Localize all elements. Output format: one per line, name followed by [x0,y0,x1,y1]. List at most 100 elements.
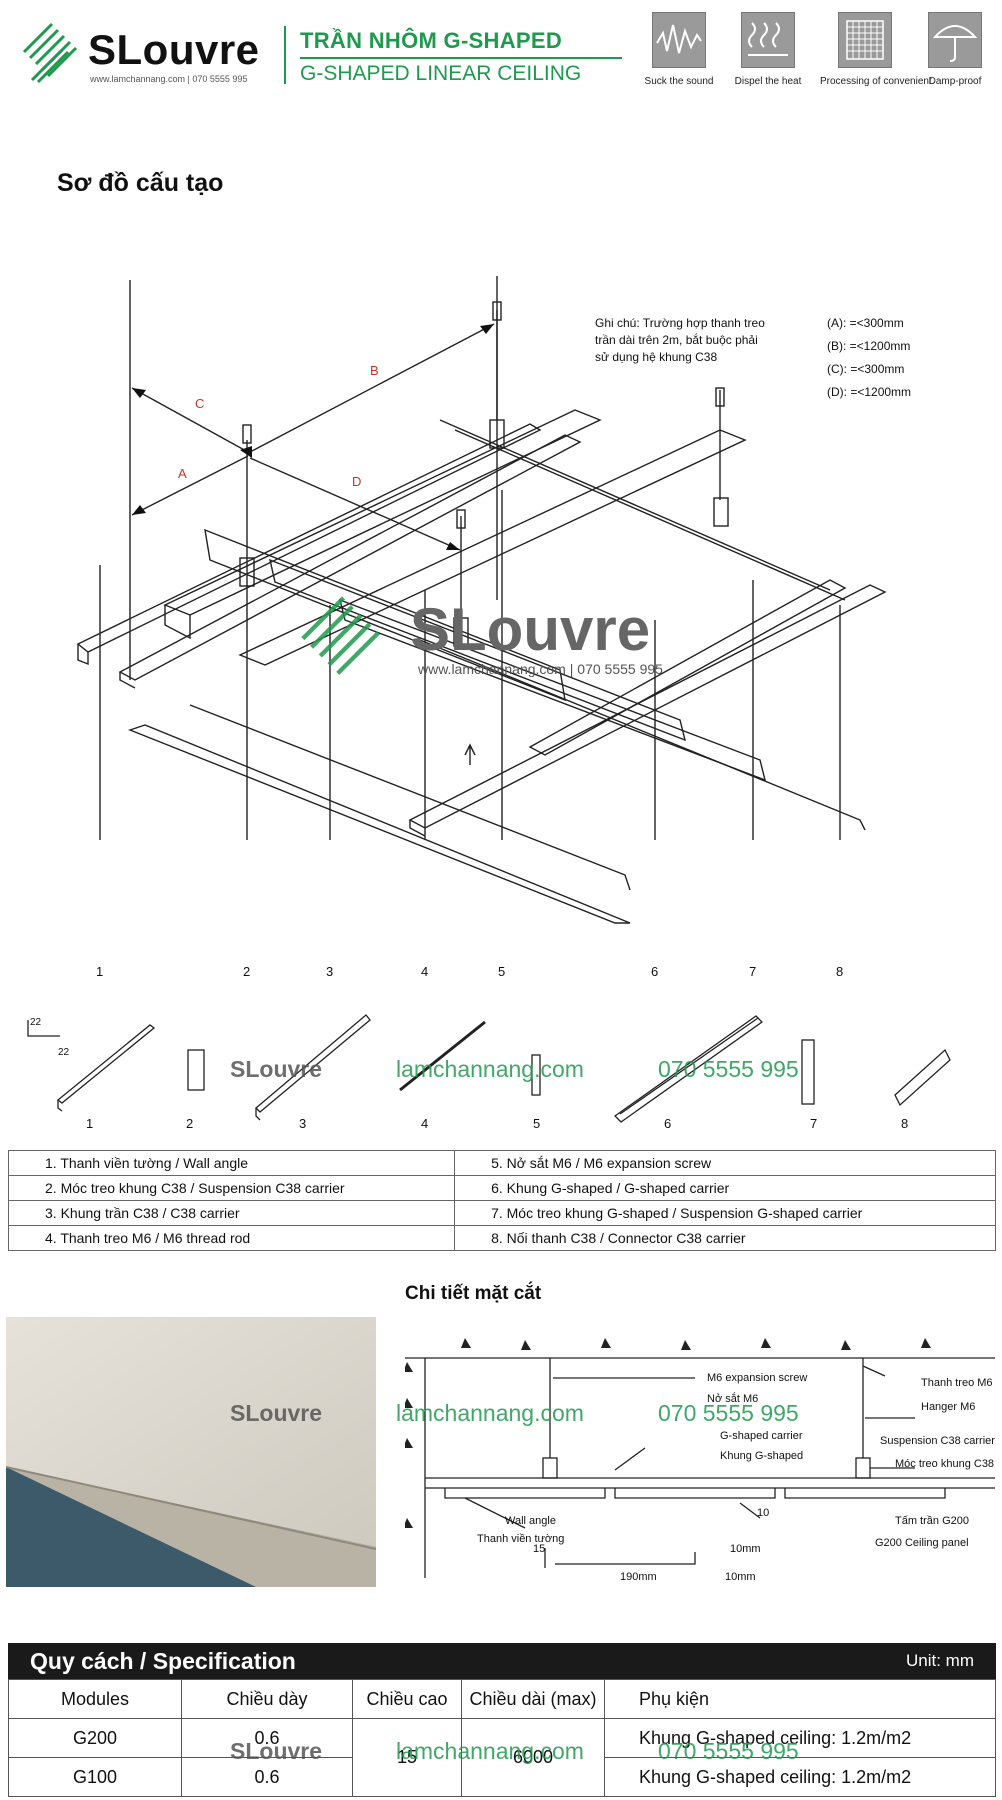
dim-value: (A): =<300mm [827,316,904,330]
table-row: 2. Móc treo khung C38 / Suspension C38 c… [7,1175,996,1201]
legend-cell: 7. Móc treo khung G-shaped / Suspension … [454,1200,996,1226]
column-header: Chiều dài (max) [461,1679,605,1719]
watermark-brand: SLouvre [230,1738,323,1764]
watermark-site: lamchannang.com [396,1738,584,1764]
label-m6-screw-vi: Nở sắt M6 [707,1392,758,1405]
legend-cell: 2. Móc treo khung C38 / Suspension C38 c… [7,1175,456,1201]
table-cell: G200 [8,1718,182,1758]
note-line: trần dài trên 2m, bắt buộc phải [595,332,758,347]
part-number: 2 [186,1116,193,1131]
legend-cell: 4. Thanh treo M6 / M6 thread rod [7,1225,456,1251]
callout-number: 6 [651,964,658,979]
parts-legend-table: 1. Thanh viền tường / Wall angle 5. Nở s… [7,1150,996,1251]
dim-letter-a: A [178,466,187,481]
table-row: 3. Khung trần C38 / C38 carrier 7. Móc t… [7,1200,996,1226]
feature-damp: Damp-proof [910,12,1000,87]
dim-10mm-b: 10mm [725,1571,756,1583]
label-g-carrier: G-shaped carrier [720,1430,803,1442]
watermark-phone: 070 5555 995 [658,1056,799,1082]
table-row: 4. Thanh treo M6 / M6 thread rod 8. Nối … [7,1225,996,1251]
brand-logo: SLouvre www.lamchannang.com | 070 5555 9… [22,20,272,90]
label-hanger: Thanh treo M6 [921,1377,993,1389]
watermark-brand: SLouvre [230,1400,323,1426]
legend-cell: 1. Thanh viền tường / Wall angle [7,1150,456,1176]
part-number: 7 [810,1116,817,1131]
dim-10: 10 [757,1507,769,1519]
feature-sound: Suck the sound [634,12,724,87]
spec-header: Quy cách / Specification Unit: mm [8,1643,996,1679]
table-header-row: Modules Chiều dày Chiều cao Chiều dài (m… [8,1679,996,1719]
label-m6-screw: M6 expansion screw [707,1372,807,1384]
logo-mark-icon [301,596,380,675]
callout-number: 4 [421,964,428,979]
table-row: G100 0.6 Khung G-shaped ceiling: 1.2m/m2 [8,1757,996,1797]
callout-number: 5 [498,964,505,979]
dim-190mm: 190mm [620,1571,657,1583]
watermark-brand: SLouvre [230,1056,323,1082]
callout-number: 8 [836,964,843,979]
legend-cell: 8. Nối thanh C38 / Connector C38 carrier [454,1225,996,1251]
watermark-phone: 070 5555 995 [577,661,663,677]
callout-number: 3 [326,964,333,979]
grid-icon [838,12,892,68]
feature-heat: Dispel the heat [723,12,813,87]
structure-diagram: C A B D Ghi chú: Trường hợp thanh treo t… [76,276,911,979]
spec-section: Quy cách / Specification Unit: mm Module… [8,1643,996,1797]
brand-name: SLouvre [88,26,260,73]
structure-title: Sơ đồ cấu tạo [57,169,224,197]
section-drawing: M6 expansion screw Nở sắt M6 G-shaped ca… [405,1338,995,1583]
watermark-brand-text: SLouvre [410,596,651,663]
dim-15: 15 [533,1543,545,1555]
part-number: 4 [421,1116,428,1131]
table-cell: 15 [352,1718,462,1797]
brand-phone: 070 5555 995 [192,74,248,84]
angle-dim: 22 [30,1017,42,1028]
watermark-contact: www.lamchannang.com | 070 5555 995 [418,661,663,677]
panel-photo [6,1317,376,1587]
part-number: 5 [533,1116,540,1131]
title-underline [300,57,622,59]
feature-label: Damp-proof [928,76,982,87]
label-wall-angle: Wall angle [505,1515,556,1527]
note-line: sử dụng hệ khung C38 [595,350,717,364]
heat-icon [741,12,795,68]
column-header: Phụ kiện [604,1679,996,1719]
label-wall-angle-vi: Thanh viền tường [477,1533,564,1545]
watermark-site: www.lamchannang.com [418,661,566,677]
parts-row: 22 22 1 2 3 4 5 6 7 8 [27,1014,951,1131]
watermark-site: lamchannang.com [396,1400,584,1426]
umbrella-icon [928,12,982,68]
title-en: G-SHAPED LINEAR CEILING [300,62,582,85]
logo-mark-icon [22,22,78,84]
table-cell: G100 [8,1757,182,1797]
legend-cell: 5. Nở sắt M6 / M6 expansion screw [454,1150,996,1176]
spec-title: Quy cách / Specification [30,1647,296,1674]
callout-number: 1 [96,964,103,979]
watermark-phone: 070 5555 995 [658,1400,799,1426]
dim-value: (D): =<1200mm [827,385,911,399]
dim-letter-c: C [195,396,204,411]
dim-letter-d: D [352,474,361,489]
table-cell: Khung G-shaped ceiling: 1.2m/m2 [604,1757,996,1797]
feature-processing: Processing of convenient [820,12,932,87]
brand-contact: www.lamchannang.com | 070 5555 995 [90,74,248,84]
table-cell: Khung G-shaped ceiling: 1.2m/m2 [604,1718,996,1758]
watermark-site: lamchannang.com [396,1056,584,1082]
label-susp: Suspension C38 carrier [880,1435,995,1447]
feature-label: Dispel the heat [734,76,802,87]
label-hanger-en: Hanger M6 [921,1401,975,1413]
watermark-brand: SLouvre [410,595,650,664]
callout-number: 2 [243,964,250,979]
column-header: Chiều dày [181,1679,353,1719]
part-number: 8 [901,1116,908,1131]
label-susp-vi: Móc treo khung C38 [895,1458,994,1470]
spec-table: Modules Chiều dày Chiều cao Chiều dài (m… [8,1679,996,1797]
brand-website: www.lamchannang.com [90,74,186,84]
part-number: 6 [664,1116,671,1131]
watermark-phone: 070 5555 995 [658,1738,799,1764]
label-g-carrier-vi: Khung G-shaped [720,1450,803,1462]
title-vi: TRẦN NHÔM G-SHAPED [300,28,563,53]
legend-cell: 6. Khung G-shaped / G-shaped carrier [454,1175,996,1201]
feature-label: Processing of convenient [820,76,932,87]
column-header: Chiều cao [352,1679,462,1719]
